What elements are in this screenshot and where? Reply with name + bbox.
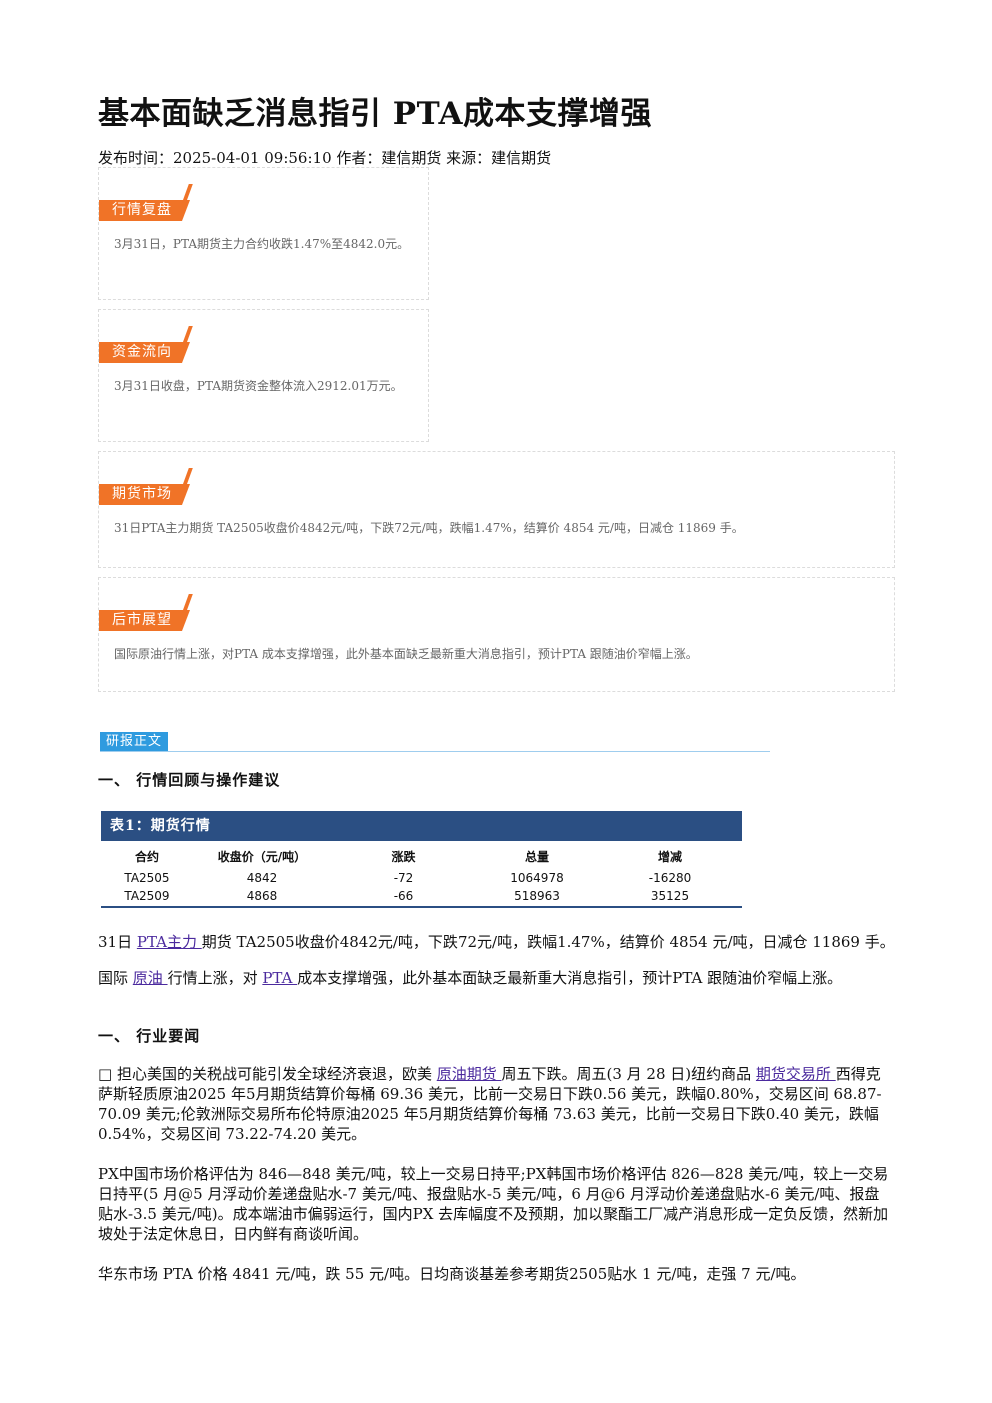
table-cell: 518963 [514,889,560,903]
paragraph-outlook: 国际 原油 行情上涨，对 PTA 成本支撑增强，此外基本面缺乏最新重大消息指引，… [98,969,843,987]
summary-box-fund-flow: 资金流向 3月31日收盘，PTA期货资金整体流入2912.01万元。 [98,309,429,442]
table-cell: 35125 [650,889,690,903]
summary-box-outlook: 后市展望 国际原油行情上涨，对PTA 成本支撑增强，此外基本面缺乏最新重大消息指… [98,577,895,692]
box-text: 3月31日，PTA期货主力合约收跌1.47%至4842.0元。 [114,237,410,251]
paragraph-news-crude: □ 担心美国的关税战可能引发全球经济衰退，欧美 原油期货 周五下跌。周五(3 月… [98,1065,882,1143]
table-cell: TA2509 [124,889,170,903]
summary-box-futures-market: 期货市场 31日PTA主力期货 TA2505收盘价4842元/吨，下跌72元/吨… [98,451,895,568]
table-cell: TA2505 [124,871,170,885]
table-header-close: 收盘价（元/吨） [217,850,307,864]
table-cell: 1064978 [510,871,564,885]
table-cell: -72 [393,871,414,885]
table-header-contract: 合约 [134,850,159,864]
table-cell: 4868 [246,889,278,903]
section-divider [100,751,770,752]
paragraph-futures-summary: 31日 PTA主力 期货 TA2505收盘价4842元/吨，下跌72元/吨，跌幅… [98,933,895,951]
table-header-delta: 增减 [657,850,682,864]
link-crude-futures[interactable]: 原油期货 [436,1065,502,1083]
table-cell: 4842 [246,871,278,885]
link-pta-main[interactable]: PTA主力 [136,933,202,951]
heading-market-review: 一、 行情回顾与操作建议 [98,771,281,789]
box-text: 31日PTA主力期货 TA2505收盘价4842元/吨，下跌72元/吨，跌幅1.… [114,521,744,535]
table-bottom-rule [101,906,742,908]
section-tag-report-body: 研报正文 [100,732,169,752]
table-cell: -66 [393,889,414,903]
link-futures-exchange[interactable]: 期货交易所 [755,1065,836,1083]
paragraph-news-east-china: 华东市场 PTA 价格 4841 元/吨，跌 55 元/吨。日均商谈基差参考期货… [98,1265,806,1283]
link-pta[interactable]: PTA [262,969,298,987]
publish-meta: 发布时间：2025-04-01 09:56:10 作者：建信期货 来源：建信期货 [98,149,552,167]
futures-table: 表1：期货行情 合约 收盘价（元/吨） 涨跌 总量 增减 TA2505 4842… [101,811,742,908]
summary-box-market-review: 行情复盘 3月31日，PTA期货主力合约收跌1.47%至4842.0元。 [98,167,429,300]
table-cell: -16280 [648,871,692,885]
table-title: 表1：期货行情 [101,811,742,841]
box-text: 3月31日收盘，PTA期货资金整体流入2912.01万元。 [114,379,403,393]
link-crude-oil[interactable]: 原油 [132,969,168,987]
table-header-volume: 总量 [524,850,549,864]
page-title: 基本面缺乏消息指引 PTA成本支撑增强 [98,96,653,132]
heading-industry-news: 一、 行业要闻 [98,1027,201,1045]
table-header-change: 涨跌 [391,850,416,864]
paragraph-news-px: PX中国市场价格评估为 846—848 美元/吨，较上一交易日持平;PX韩国市场… [98,1165,889,1243]
box-text: 国际原油行情上涨，对PTA 成本支撑增强，此外基本面缺乏最新重大消息指引，预计P… [114,647,698,661]
